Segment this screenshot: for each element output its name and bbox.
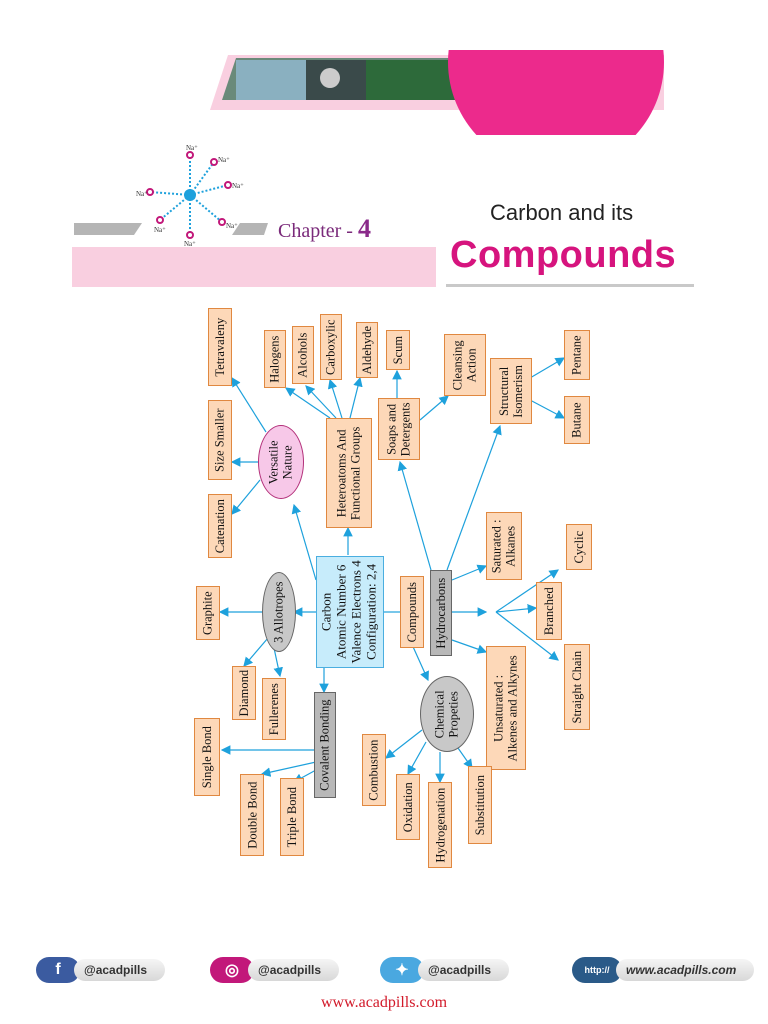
allotropes-node: 3 Allotropes [262, 572, 296, 652]
unsaturated-node: Unsaturated : Alkenes and Alkynes [486, 646, 526, 770]
site-url[interactable]: www.acadpills.com [320, 994, 448, 1011]
triple-bond-node: Triple Bond [280, 778, 304, 856]
oxidation-node: Oxidation [396, 774, 420, 840]
chapter-title-main: Compounds [450, 234, 677, 276]
facebook-handle: @acadpills [74, 959, 166, 981]
twitter-handle: @acadpills [418, 959, 510, 981]
twitter-link[interactable]: ✦ @acadpills [380, 955, 510, 985]
graphite-node: Graphite [196, 586, 220, 640]
na-label: Na⁺ [154, 226, 166, 234]
butane-node: Butane [564, 396, 590, 444]
scum-node: Scum [386, 330, 410, 370]
chapter-number: 4 [357, 214, 371, 243]
size-smaller-node: Size Smaller [208, 400, 232, 480]
na-label: Na⁺ [184, 240, 196, 248]
facebook-link[interactable]: f @acadpills [36, 955, 166, 985]
na-label: Na⁺ [232, 182, 244, 190]
chemical-properties-node: Chemical Propeties [420, 676, 474, 752]
instagram-handle: @acadpills [248, 959, 340, 981]
versatile-nature-node: Versatile Nature [258, 425, 304, 499]
combustion-node: Combustion [362, 734, 386, 806]
twitter-icon: ✦ [380, 957, 424, 983]
cleansing-action-node: Cleansing Action [444, 334, 486, 396]
chapter-label: Chapter - 4 [278, 214, 371, 244]
header-banner [210, 50, 664, 135]
title-rule [446, 284, 694, 287]
website-link[interactable]: http:// www.acadpills.com [572, 955, 755, 985]
double-bond-node: Double Bond [240, 774, 264, 856]
center-carbon-node: Carbon Atomic Number 6 Valence Electrons… [316, 556, 384, 668]
na-label: Na⁺ [186, 144, 198, 152]
branched-node: Branched [536, 582, 562, 640]
header-pink-bar [72, 247, 436, 287]
na-label: Na⁺ [218, 156, 230, 164]
instagram-icon: ◎ [210, 957, 254, 983]
saturated-alkanes-node: Saturated : Alkanes [486, 512, 522, 580]
structural-isomerism-node: Structural Isomerism [490, 358, 532, 424]
hydrogenation-node: Hydrogenation [428, 782, 452, 868]
na-label: Na⁺ [136, 190, 148, 198]
halogens-node: Halogens [264, 330, 286, 388]
facebook-icon: f [36, 957, 80, 983]
soaps-detergents-node: Soaps and Detergents [378, 398, 420, 460]
heteroatoms-node: Heteroatoms And Functional Groups [326, 418, 372, 528]
aldehyde-node: Aldehyde [356, 322, 378, 378]
straight-chain-node: Straight Chain [564, 644, 590, 730]
cyclic-node: Cyclic [566, 524, 592, 570]
catenation-node: Catenation [208, 494, 232, 558]
pentane-node: Pentane [564, 330, 590, 380]
compounds-node: Compounds [400, 576, 424, 648]
fullerenes-node: Fullerenes [262, 678, 286, 740]
tetravaleny-node: Tetravaleny [208, 308, 232, 386]
web-badge-text: http:// [584, 965, 610, 975]
chapter-stripes [74, 223, 268, 235]
chapter-title-top: Carbon and its [490, 200, 634, 225]
single-bond-node: Single Bond [194, 718, 220, 796]
carboxylic-node: Carboxylic [320, 314, 342, 380]
substitution-node: Substitution [468, 766, 492, 844]
hydrocarbons-node: Hydrocarbons [430, 570, 452, 656]
na-label: Na⁺ [226, 222, 238, 230]
instagram-link[interactable]: ◎ @acadpills [210, 955, 340, 985]
website-handle: www.acadpills.com [616, 959, 755, 981]
covalent-bonding-node: Covalent Bonding [314, 692, 336, 798]
web-icon: http:// [572, 957, 622, 983]
molecule-graphic: Na⁺ Na⁺ Na⁺ Na⁺ Na⁺ Na⁺ Na⁺ [136, 144, 244, 248]
alcohols-node: Alcohols [292, 326, 314, 384]
diamond-node: Diamond [232, 666, 256, 720]
chapter-text: Chapter - [278, 220, 358, 242]
